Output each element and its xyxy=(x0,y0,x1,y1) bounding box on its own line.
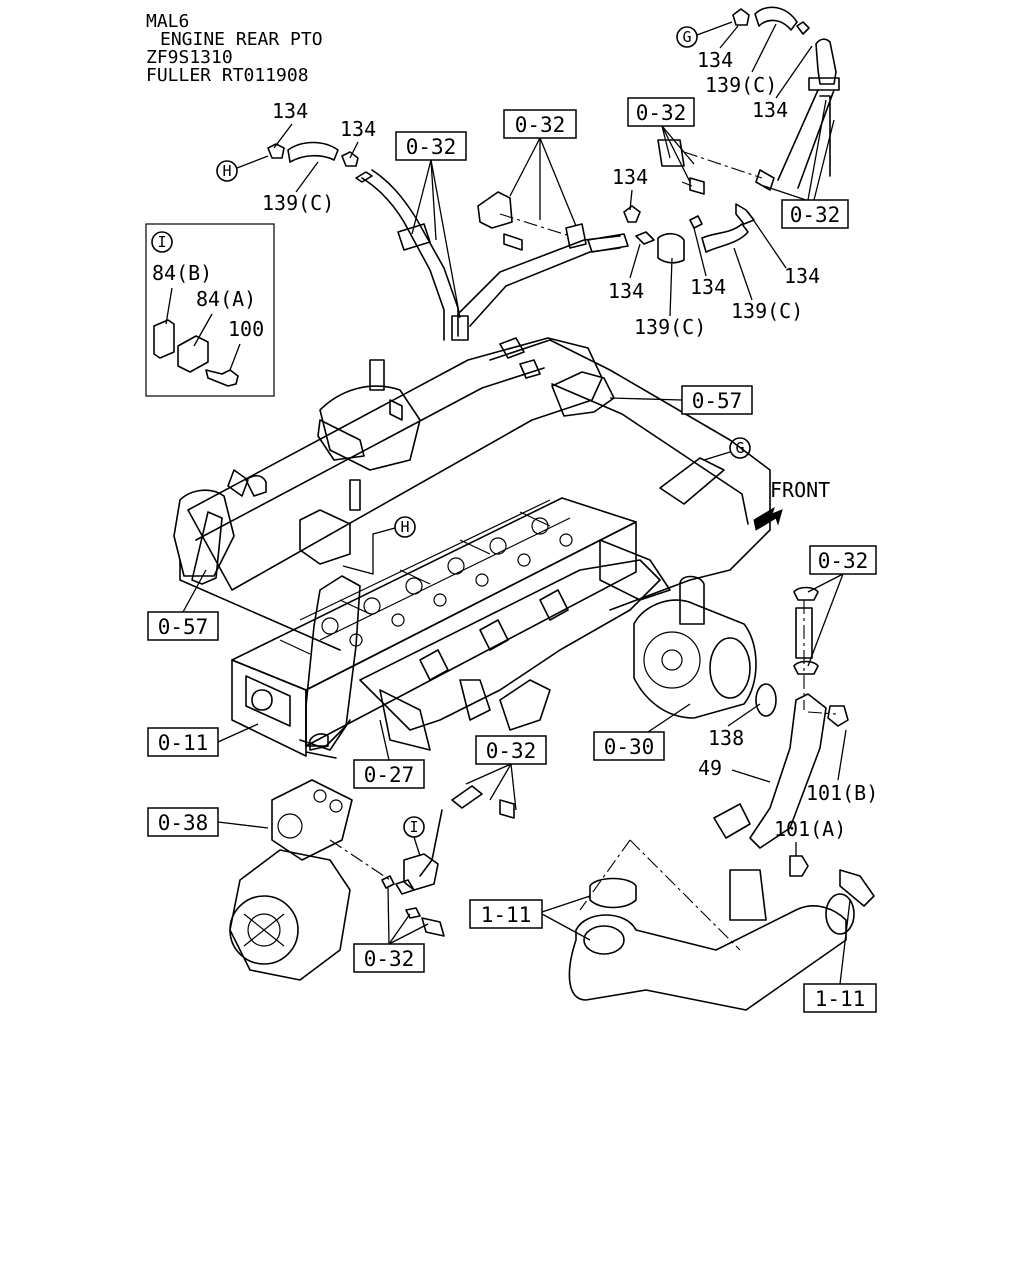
ref-0-32-right[interactable] xyxy=(781,199,849,229)
callout-101b: 101(B) xyxy=(806,781,878,805)
intake-hose-group: 1-11 1-11 xyxy=(469,839,877,1013)
header-trans-1: ZF9S1310 xyxy=(146,47,233,68)
right-pipe-group: 0-32 49 101(B) 101(A) xyxy=(698,545,878,921)
hose-139c-mid xyxy=(657,232,685,264)
ref-0-57-right[interactable] xyxy=(681,385,753,415)
ref-0-32-top-left-label[interactable]: 0-32 xyxy=(406,135,457,159)
hose-139c-top xyxy=(754,6,798,31)
intake-manifold xyxy=(359,559,661,731)
callout-134-top-a: 134 xyxy=(697,48,733,72)
ref-0-32-upper[interactable] xyxy=(627,97,695,127)
callout-134-mid-b: 134 xyxy=(608,279,644,303)
marker-g-top-label: G xyxy=(682,28,691,46)
callout-139c-left: 139(C) xyxy=(262,191,334,215)
callout-49: 49 xyxy=(698,756,722,780)
marker-h-top-label: H xyxy=(222,162,231,180)
ref-0-27-label[interactable]: 0-27 xyxy=(364,763,415,787)
marker-g-mid xyxy=(729,437,751,459)
header-title: ENGINE REAR PTO xyxy=(160,29,323,50)
marker-i-inset xyxy=(151,231,173,253)
callout-100: 100 xyxy=(228,317,264,341)
hose-139c-left xyxy=(287,141,339,163)
callout-134-top-b: 134 xyxy=(752,98,788,122)
callout-134-left-a: 134 xyxy=(272,99,308,123)
ref-0-32-upper-label[interactable]: 0-32 xyxy=(636,101,687,125)
cylinder-head-top xyxy=(231,497,637,691)
ref-0-32-lower-center-label[interactable]: 0-32 xyxy=(486,739,537,763)
clamp-84a xyxy=(177,335,209,373)
top-right-hose-group: G 134 139(C) 134 0-32 0-32 1 xyxy=(608,6,849,339)
exhaust-end-left xyxy=(173,489,235,577)
callout-84b: 84(B) xyxy=(152,261,212,285)
air-compressor-group: 0-38 xyxy=(147,779,353,981)
ref-0-32-top-center-label[interactable]: 0-32 xyxy=(515,113,566,137)
hose-clamp-lower xyxy=(589,877,637,909)
clamp-icon xyxy=(732,8,750,26)
callout-139c-top: 139(C) xyxy=(705,73,777,97)
clamp-icon-2 xyxy=(267,143,285,159)
water-pump-group: 138 0-30 xyxy=(593,575,777,761)
pipe-49 xyxy=(749,693,827,849)
ref-0-32-right-lower-label[interactable]: 0-32 xyxy=(818,549,869,573)
callout-101a: 101(A) xyxy=(774,817,846,841)
marker-g-mid-label: G xyxy=(735,439,744,457)
ref-1-11-left-label[interactable]: 1-11 xyxy=(481,903,532,927)
clamp-84b xyxy=(153,319,175,359)
ref-0-27[interactable] xyxy=(353,759,425,789)
marker-h-mid xyxy=(394,516,416,538)
callout-139c-mid: 139(C) xyxy=(634,315,706,339)
ref-0-30[interactable] xyxy=(593,731,665,761)
callout-84a: 84(A) xyxy=(196,287,256,311)
top-center-pipe-group: 0-32 0-32 H 134 134 139(C) xyxy=(216,99,629,341)
compressor-head xyxy=(271,779,353,861)
hose-139c-right xyxy=(701,223,749,253)
bolt-100 xyxy=(205,369,239,387)
ref-1-11-right-label[interactable]: 1-11 xyxy=(815,987,866,1011)
ref-1-11-left[interactable] xyxy=(469,899,543,929)
o-ring-138 xyxy=(755,683,777,717)
ref-0-38-label[interactable]: 0-38 xyxy=(158,811,209,835)
callout-134-right: 134 xyxy=(784,264,820,288)
ref-0-32-right-label[interactable]: 0-32 xyxy=(790,203,841,227)
ref-0-38[interactable] xyxy=(147,807,219,837)
header-trans-2: FULLER RT011908 xyxy=(146,65,309,86)
callout-134-mid-a: 134 xyxy=(612,165,648,189)
ref-0-32-lower-label[interactable]: 0-32 xyxy=(364,947,415,971)
front-indicator: FRONT xyxy=(753,478,830,531)
ref-0-30-label[interactable]: 0-30 xyxy=(604,735,655,759)
marker-i-inset-label: I xyxy=(157,233,166,251)
marker-g-top xyxy=(676,26,698,48)
diagram-header: MAL6 ENGINE REAR PTO ZF9S1310 FULLER RT0… xyxy=(146,11,323,86)
ref-0-32-lower-center[interactable] xyxy=(475,735,547,765)
ref-0-11[interactable] xyxy=(147,727,219,757)
front-label: FRONT xyxy=(770,478,830,502)
detail-i-inset: I 84(B) 84(A) 100 xyxy=(145,223,275,397)
riser-pipe-front xyxy=(305,575,361,747)
callout-138: 138 xyxy=(708,726,744,750)
callout-139c-right: 139(C) xyxy=(731,299,803,323)
compressor-body xyxy=(229,849,351,981)
pump-housing xyxy=(633,599,757,719)
lower-bracket-group: 0-32 I 0-32 xyxy=(329,735,547,973)
callout-134-left-b: 134 xyxy=(340,117,376,141)
inset-frame xyxy=(145,223,275,397)
engine-assembly: G H 0-57 0-57 0-11 0-27 xyxy=(147,337,771,789)
marker-h-mid-label: H xyxy=(400,518,409,536)
ref-0-11-label[interactable]: 0-11 xyxy=(158,731,209,755)
front-arrow-icon xyxy=(753,506,783,531)
marker-h-top xyxy=(216,160,238,182)
callout-134-mid-c: 134 xyxy=(690,275,726,299)
ref-0-57-left-label[interactable]: 0-57 xyxy=(158,615,209,639)
ref-0-32-lower[interactable] xyxy=(353,943,425,973)
ref-0-57-left[interactable] xyxy=(147,611,219,641)
intake-hose-main xyxy=(568,905,847,1011)
marker-i-lower-label: I xyxy=(409,818,418,836)
ref-0-57-right-label[interactable]: 0-57 xyxy=(692,389,743,413)
header-model: MAL6 xyxy=(146,11,189,32)
pipe-upper-right xyxy=(815,38,837,85)
